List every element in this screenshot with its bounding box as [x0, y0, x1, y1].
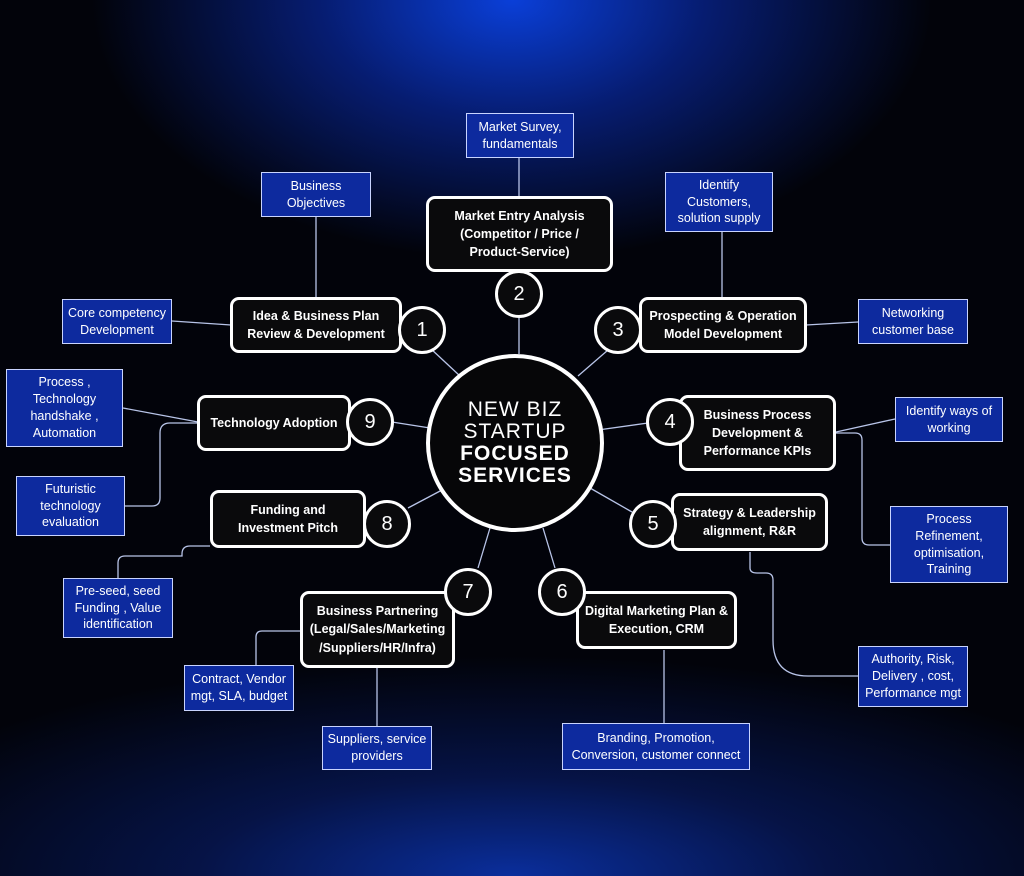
- node-9-box: Technology Adoption: [197, 395, 351, 451]
- leaf-contract-vendor: Contract, Vendor mgt, SLA, budget: [184, 665, 294, 711]
- node-5-number: 5: [629, 500, 677, 548]
- center-line-3: FOCUSED: [460, 442, 570, 465]
- node-6-number: 6: [538, 568, 586, 616]
- leaf-branding: Branding, Promotion, Conversion, custome…: [562, 723, 750, 770]
- node-4-number: 4: [646, 398, 694, 446]
- center-line-2: STARTUP: [463, 419, 567, 443]
- leaf-process-refinement: Process Refinement, optimisation, Traini…: [890, 506, 1008, 583]
- node-9-number: 9: [346, 398, 394, 446]
- node-4-box: Business Process Development & Performan…: [679, 395, 836, 471]
- node-2-box: Market Entry Analysis (Competitor / Pric…: [426, 196, 613, 272]
- node-7-box: Business Partnering (Legal/Sales/Marketi…: [300, 591, 455, 668]
- center-line-1: NEW BIZ: [467, 397, 563, 421]
- leaf-core-competency: Core competency Development: [62, 299, 172, 344]
- leaf-process-tech: Process , Technology handshake , Automat…: [6, 369, 123, 447]
- node-1-box: Idea & Business Plan Review & Developmen…: [230, 297, 402, 353]
- leaf-identify-customers: Identify Customers, solution supply: [665, 172, 773, 232]
- node-3-number: 3: [594, 306, 642, 354]
- leaf-market-survey: Market Survey, fundamentals: [466, 113, 574, 158]
- center-hub: NEW BIZ STARTUP FOCUSED SERVICES: [426, 354, 604, 532]
- leaf-preseed: Pre-seed, seed Funding , Value identific…: [63, 578, 173, 638]
- leaf-futuristic: Futuristic technology evaluation: [16, 476, 125, 536]
- leaf-identify-ways: Identify ways of working: [895, 397, 1003, 442]
- center-line-4: SERVICES: [458, 464, 572, 488]
- node-7-number: 7: [444, 568, 492, 616]
- leaf-business-objectives: Business Objectives: [261, 172, 371, 217]
- node-2-number: 2: [495, 270, 543, 318]
- node-8-number: 8: [363, 500, 411, 548]
- leaf-networking: Networking customer base: [858, 299, 968, 344]
- leaf-authority-risk: Authority, Risk, Delivery , cost, Perfor…: [858, 646, 968, 707]
- node-5-box: Strategy & Leadership alignment, R&R: [671, 493, 828, 551]
- node-8-box: Funding and Investment Pitch: [210, 490, 366, 548]
- node-1-number: 1: [398, 306, 446, 354]
- node-3-box: Prospecting & Operation Model Developmen…: [639, 297, 807, 353]
- leaf-suppliers: Suppliers, service providers: [322, 726, 432, 770]
- node-6-box: Digital Marketing Plan & Execution, CRM: [576, 591, 737, 649]
